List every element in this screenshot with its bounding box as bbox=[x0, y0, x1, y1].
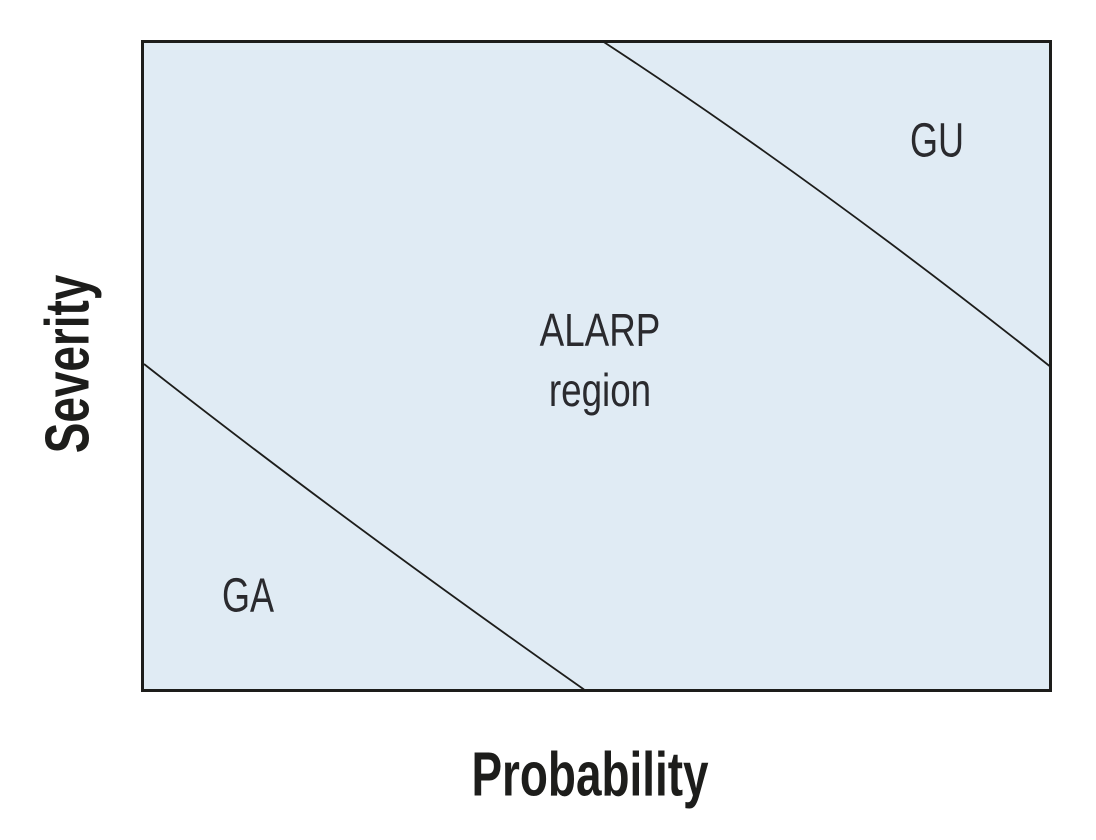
region-label-gu: GU bbox=[910, 114, 964, 168]
x-axis-label: Probability bbox=[471, 740, 709, 810]
region-label-alarp-line2: region bbox=[548, 364, 652, 416]
region-label-alarp-line1: ALARP bbox=[539, 304, 661, 356]
ga-boundary-line bbox=[143, 363, 585, 691]
region-label-alarp: ALARP region bbox=[540, 300, 661, 420]
y-axis-label: Severity bbox=[33, 274, 103, 454]
region-label-ga: GA bbox=[221, 569, 275, 623]
risk-area-rect bbox=[141, 40, 1052, 692]
gu-boundary-line bbox=[602, 40, 1051, 367]
